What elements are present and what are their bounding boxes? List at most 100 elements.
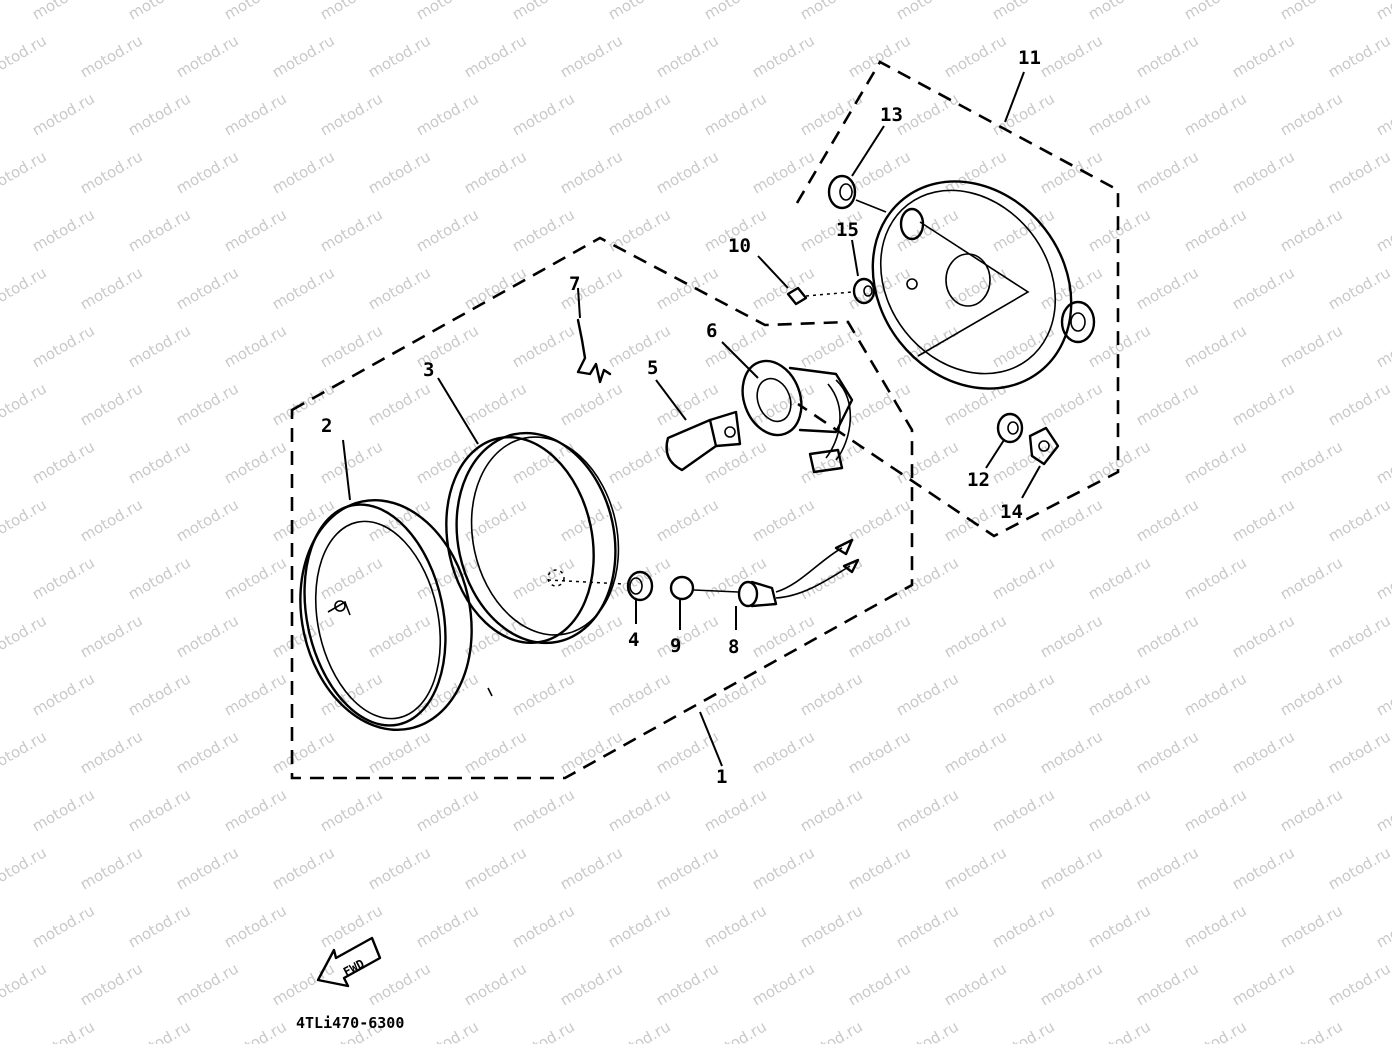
watermark-text: motod.ru [125,553,194,603]
watermark-text: motod.ru [1085,901,1154,951]
watermark-text: motod.ru [1373,321,1392,371]
assembly-line-4 [547,579,625,585]
watermark-text: motod.ru [413,89,482,139]
watermark-text: motod.ru [1037,959,1106,1009]
watermark-text: motod.ru [893,1017,962,1044]
watermark-text: motod.ru [701,901,770,951]
watermark-text: motod.ru [749,31,818,81]
watermark-text: motod.ru [365,611,434,661]
watermark-text: motod.ru [269,147,338,197]
callout-5: 5 [647,357,658,379]
watermark-text: motod.ru [125,901,194,951]
watermark-text: motod.ru [989,1017,1058,1044]
watermark-text: motod.ru [509,901,578,951]
callout-6: 6 [706,320,717,342]
watermark-text: motod.ru [749,611,818,661]
watermark-text: motod.ru [1085,89,1154,139]
watermark-text: motod.ru [77,31,146,81]
watermark-text: motod.ru [0,263,50,313]
watermark-text: motod.ru [1229,379,1298,429]
watermark-text: motod.ru [77,147,146,197]
watermark-text: motod.ru [1229,727,1298,777]
watermark-text: motod.ru [29,553,98,603]
diagram-code: 4TLi470-6300 [296,1014,404,1032]
watermark-text: motod.ru [29,901,98,951]
watermark-text: motod.ru [749,147,818,197]
watermark-text: motod.ru [1085,1017,1154,1044]
watermark-text: motod.ru [221,1017,290,1044]
watermark-text: motod.ru [413,669,482,719]
watermark-text: motod.ru [77,611,146,661]
watermark-text: motod.ru [125,205,194,255]
watermark-text: motod.ru [941,263,1010,313]
watermark-text: motod.ru [317,437,386,487]
watermark-text: motod.ru [1325,379,1392,429]
screw-part-10 [786,286,853,306]
watermark-text: motod.ru [317,785,386,835]
watermark-text: motod.ru [797,437,866,487]
collar-part-12 [996,412,1024,444]
watermark-text: motod.ru [1373,785,1392,835]
watermark-text: motod.ru [509,89,578,139]
watermark-text: motod.ru [77,959,146,1009]
watermark-text: motod.ru [1373,669,1392,719]
watermark-text: motod.ru [1181,901,1250,951]
watermark-text: motod.ru [1181,89,1250,139]
watermark-text: motod.ru [557,611,626,661]
watermark-text: motod.ru [845,727,914,777]
watermark-text: motod.ru [461,147,530,197]
watermark-text: motod.ru [605,321,674,371]
watermark-text: motod.ru [1181,437,1250,487]
watermark-text: motod.ru [0,785,2,835]
watermark-text: motod.ru [1277,321,1346,371]
watermark-text: motod.ru [413,901,482,951]
watermark-text: motod.ru [125,1017,194,1044]
watermark-text: motod.ru [1325,959,1392,1009]
watermark-text: motod.ru [413,1017,482,1044]
watermark-text: motod.ru [173,31,242,81]
watermark-text: motod.ru [989,553,1058,603]
watermark-text: motod.ru [77,263,146,313]
callout-labels: 1 2 3 4 5 6 7 8 9 10 11 12 13 14 15 [321,47,1041,788]
watermark-text: motod.ru [0,611,50,661]
watermark-text: motod.ru [221,89,290,139]
watermark-text: motod.ru [941,727,1010,777]
watermark-text: motod.ru [1037,495,1106,545]
watermark-text: motod.ru [29,89,98,139]
callout-12: 12 [967,469,990,491]
grommet-part-4 [626,570,654,602]
watermark-text: motod.ru [701,0,770,23]
callout-8: 8 [728,636,739,658]
assembly-1-boundary [290,236,914,780]
watermark-text: motod.ru [1277,669,1346,719]
callout-2: 2 [321,415,332,437]
watermark-text: motod.ru [509,437,578,487]
watermark-text: motod.ru [701,669,770,719]
watermark-text: motod.ru [1037,31,1106,81]
callout-7: 7 [569,273,580,295]
watermark-text: motod.ru [509,321,578,371]
watermark-text: motod.ru [1133,959,1202,1009]
watermark-text: motod.ru [605,205,674,255]
watermark-text: motod.ru [1373,89,1392,139]
watermark-text: motod.ru [845,959,914,1009]
watermark-text: motod.ru [1277,901,1346,951]
watermark-text: motod.ru [1373,901,1392,951]
watermark-text: motod.ru [989,785,1058,835]
callout-1: 1 [716,766,727,788]
watermark-text: motod.ru [1277,553,1346,603]
watermark-text: motod.ru [0,495,50,545]
watermark-text: motod.ru [1085,553,1154,603]
watermark-text: motod.ru [317,0,386,23]
watermark-text: motod.ru [461,379,530,429]
watermark-text: motod.ru [509,1017,578,1044]
watermark-text: motod.ru [77,843,146,893]
watermark-text: motod.ru [893,901,962,951]
watermark-text: motod.ru [653,495,722,545]
watermark-text: motod.ru [1133,611,1202,661]
collar-part-15 [852,277,876,305]
watermark-text: motod.ru [845,495,914,545]
watermark-text: motod.ru [365,31,434,81]
watermark-text: motod.ru [221,0,290,23]
